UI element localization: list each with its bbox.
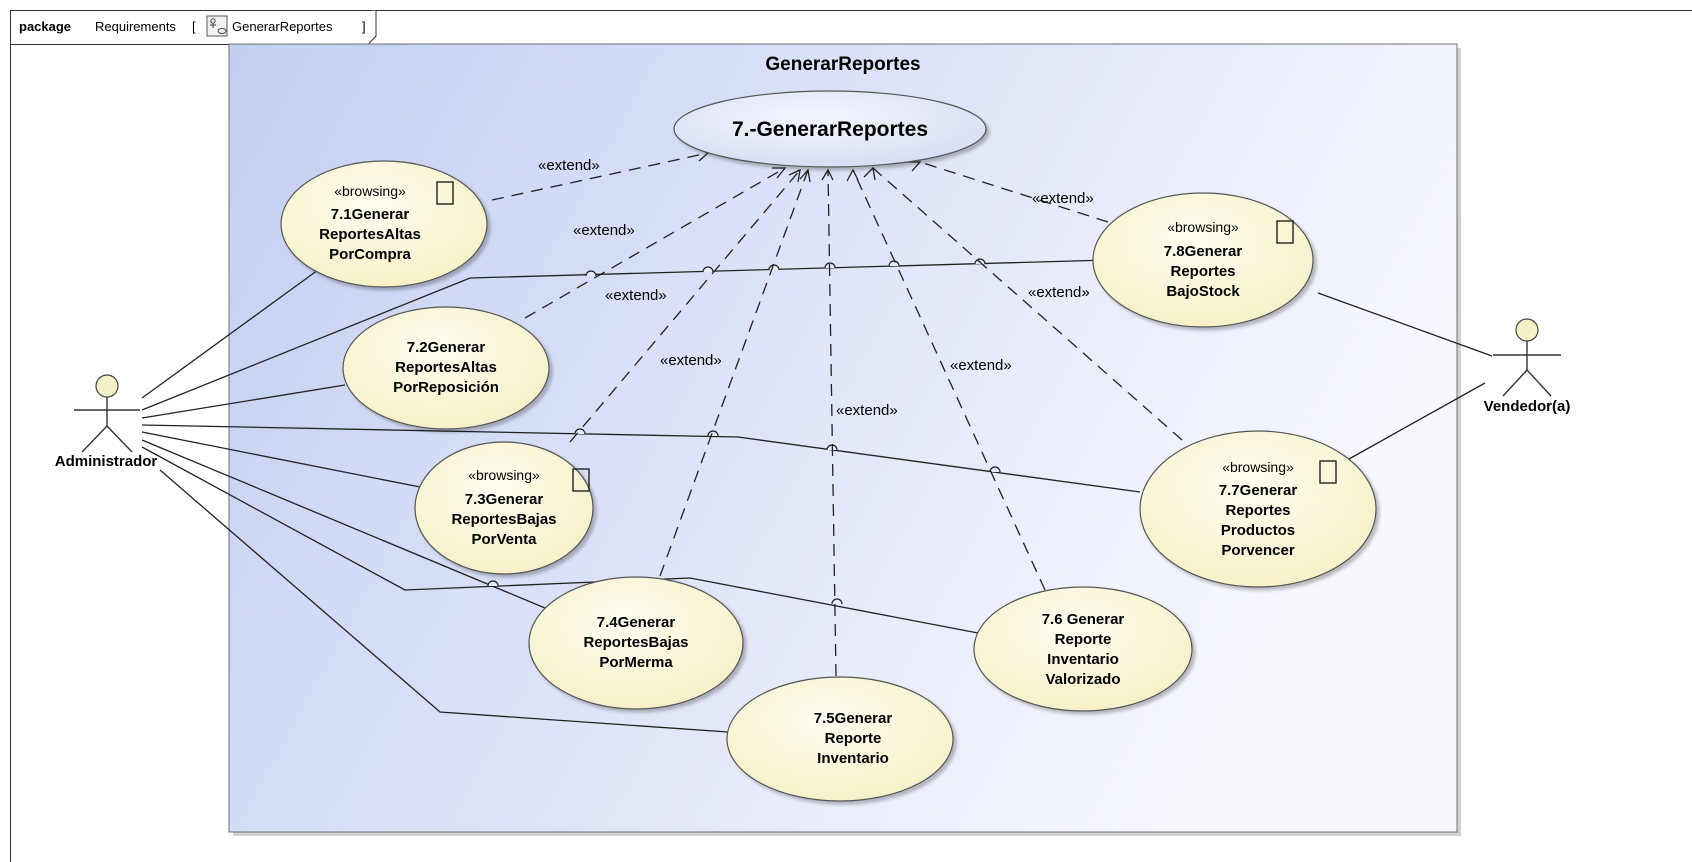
actor-administrador[interactable]: Administrador (55, 374, 158, 470)
extend-uc76 (852, 169, 1046, 591)
use-case-7-4-line2: ReportesBajas (583, 634, 688, 651)
extend-uc77 (872, 167, 1183, 441)
use-case-7-6-line4: Valorizado (1045, 671, 1120, 688)
association-vendedor-uc78 (1317, 292, 1493, 357)
extend-label-7: «extend» (1028, 284, 1090, 301)
use-case-7-7-line1: 7.7Generar (1219, 482, 1298, 499)
extend-uc74 (659, 169, 809, 577)
use-case-7-5-line2: Reporte (825, 730, 882, 747)
use-case-7-3-line3: PorVenta (471, 531, 537, 548)
use-case-main[interactable]: 7.-GenerarReportes (673, 90, 987, 168)
use-case-7-3[interactable]: «browsing» 7.3Generar ReportesBajas PorV… (414, 441, 594, 575)
use-case-7-3-line1: 7.3Generar (465, 491, 544, 508)
browsing-icon (436, 181, 454, 205)
extend-uc71 (491, 152, 709, 201)
use-case-7-4-line1: 7.4Generar (597, 614, 676, 631)
association-admin-uc77 (141, 424, 1141, 493)
use-case-7-8-line3: BajoStock (1166, 283, 1240, 300)
use-case-7-8[interactable]: «browsing» 7.8Generar Reportes BajoStock (1092, 192, 1314, 328)
extend-uc75 (827, 169, 837, 677)
use-case-7-1[interactable]: «browsing» 7.1Generar ReportesAltas PorC… (280, 160, 488, 288)
extend-label-3: «extend» (605, 287, 667, 304)
extend-label-2: «extend» (573, 222, 635, 239)
use-case-7-6-line2: Reporte (1055, 631, 1112, 648)
use-case-7-7-line4: Porvencer (1221, 542, 1295, 559)
extend-labels: «extend» «extend» «extend» «extend» «ext… (538, 157, 1094, 419)
open-bracket: [ (192, 19, 196, 34)
use-case-7-3-line2: ReportesBajas (451, 511, 556, 528)
browsing-icon (572, 468, 590, 492)
use-case-7-1-line3: PorCompra (329, 246, 411, 263)
use-case-main-label: 7.-GenerarReportes (732, 118, 928, 141)
association-admin-uc73 (141, 431, 421, 488)
use-case-7-1-line1: 7.1Generar (331, 206, 410, 223)
actor-vendedor[interactable]: Vendedor(a) (1484, 318, 1571, 415)
use-case-7-5[interactable]: 7.5Generar Reporte Inventario (726, 676, 954, 802)
use-case-7-7-stereotype: «browsing» (1222, 459, 1294, 475)
close-bracket: ] (362, 19, 366, 34)
extend-relationships (491, 152, 1183, 677)
use-case-7-8-stereotype: «browsing» (1167, 219, 1239, 235)
association-admin-uc74 (141, 439, 546, 609)
use-case-7-6-line3: Inventario (1047, 651, 1119, 668)
use-case-7-2-line1: 7.2Generar (407, 339, 486, 356)
use-case-7-6-line1: 7.6 Generar (1042, 611, 1125, 628)
package-name: Requirements (95, 19, 176, 34)
use-case-7-5-line3: Inventario (817, 750, 889, 767)
extend-uc78 (919, 161, 1109, 223)
package-keyword: package (19, 19, 71, 34)
use-case-7-8-line2: Reportes (1170, 263, 1235, 280)
association-admin-uc76 (141, 446, 979, 634)
extend-label-1: «extend» (538, 157, 600, 174)
use-case-7-2-line3: PorReposición (393, 379, 499, 396)
associations (141, 259, 1493, 733)
use-case-7-6[interactable]: 7.6 Generar Reporte Inventario Valorizad… (973, 586, 1193, 712)
extend-uc72 (524, 167, 786, 319)
extend-label-5: «extend» (836, 402, 898, 419)
use-case-7-1-stereotype: «browsing» (334, 183, 406, 199)
browsing-icon (1319, 460, 1337, 484)
use-case-7-7[interactable]: «browsing» 7.7Generar Reportes Productos… (1139, 430, 1377, 588)
browsing-icon (1276, 220, 1294, 244)
extend-label-8: «extend» (1032, 190, 1094, 207)
actor-vendedor-label: Vendedor(a) (1484, 398, 1571, 415)
use-case-7-4-line3: PorMerma (599, 654, 673, 671)
use-case-7-7-line2: Reportes (1225, 502, 1290, 519)
use-case-7-2-line2: ReportesAltas (395, 359, 497, 376)
association-admin-uc75 (159, 469, 729, 733)
association-vendedor-uc77 (1348, 382, 1486, 460)
use-case-7-3-stereotype: «browsing» (468, 467, 540, 483)
actor-administrador-label: Administrador (55, 453, 158, 470)
usecase-diagram-icon (206, 15, 228, 37)
extend-label-6: «extend» (950, 357, 1012, 374)
use-case-7-7-line3: Productos (1221, 522, 1295, 539)
extend-label-4: «extend» (660, 352, 722, 369)
package-frame: package Requirements [ GenerarReportes ] (10, 10, 1692, 862)
use-case-7-8-line1: 7.8Generar (1164, 243, 1243, 260)
association-admin-uc71 (141, 269, 319, 399)
use-case-7-4[interactable]: 7.4Generar ReportesBajas PorMerma (528, 576, 744, 710)
subject-title: GenerarReportes (765, 54, 920, 75)
use-case-7-2[interactable]: 7.2Generar ReportesAltas PorReposición (342, 306, 550, 430)
use-case-7-5-line1: 7.5Generar (814, 710, 893, 727)
association-admin-uc72 (141, 384, 346, 419)
use-case-7-1-line2: ReportesAltas (319, 226, 421, 243)
package-diagram-name: GenerarReportes (232, 19, 333, 34)
